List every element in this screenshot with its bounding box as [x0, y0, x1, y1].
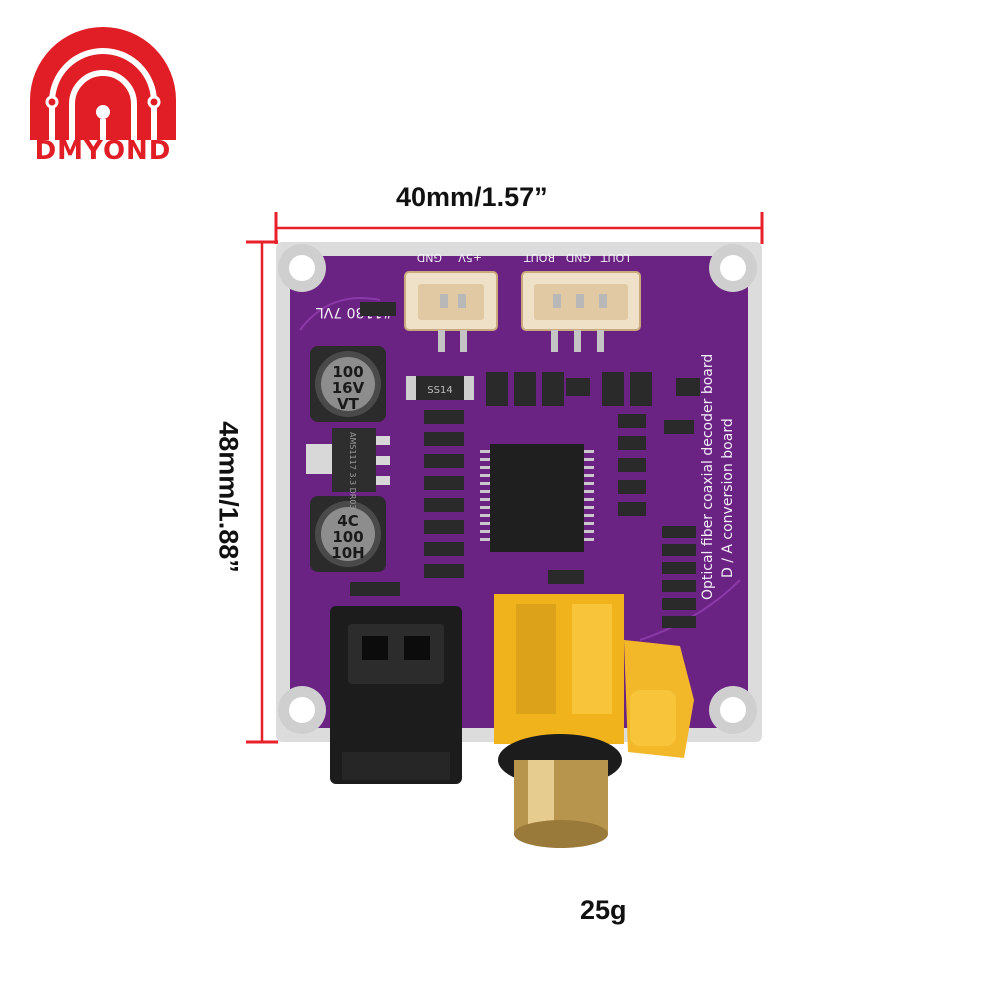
width-dimension-label: 40mm/1.57”: [396, 182, 548, 212]
mounting-hole: [709, 244, 757, 292]
decoder-chip: [480, 444, 594, 552]
svg-text:16V: 16V: [332, 379, 365, 397]
pin-label: +5V: [458, 251, 482, 264]
diode: SS14: [406, 376, 474, 400]
svg-text:VT: VT: [337, 395, 360, 413]
regulator-marking: AMS1117 3.3 DR03: [348, 432, 357, 510]
audio-pin-labels: ROUT GND LOUT: [524, 251, 630, 264]
mounting-hole: [709, 686, 757, 734]
capacitor-bottom: 4C 100 10H: [310, 496, 386, 572]
mounting-hole: [278, 244, 326, 292]
voltage-regulator: AMS1117 3.3 DR03: [306, 428, 390, 510]
power-pin-labels: GND +5V: [417, 251, 482, 264]
optical-receiver: [330, 606, 462, 784]
coaxial-rca-jack: [494, 594, 694, 848]
brand-name: DMYOND: [34, 136, 172, 166]
board-title-line1: Optical fiber coaxial decoder board: [700, 354, 716, 600]
svg-text:100: 100: [332, 363, 363, 381]
height-dimension-line: [246, 240, 278, 744]
pin-label: LOUT: [601, 251, 630, 264]
dmyond-logo: [30, 27, 176, 140]
svg-text:4C: 4C: [337, 512, 358, 530]
pin-label: GND: [566, 251, 591, 264]
board-title-line2: D / A conversion board: [720, 418, 736, 578]
capacitor-top: 100 16V VT: [310, 346, 386, 422]
smd-components: [350, 302, 700, 628]
mounting-hole: [278, 686, 326, 734]
weight-label: 25g: [580, 895, 627, 925]
power-connector: [404, 271, 498, 352]
svg-text:10H: 10H: [331, 544, 364, 562]
svg-text:100: 100: [332, 528, 363, 546]
width-dimension-line: [274, 212, 764, 244]
audio-output-connector: [521, 271, 641, 352]
pin-label: ROUT: [524, 251, 555, 264]
pin-label: GND: [417, 251, 442, 264]
svg-text:SS14: SS14: [427, 385, 452, 396]
